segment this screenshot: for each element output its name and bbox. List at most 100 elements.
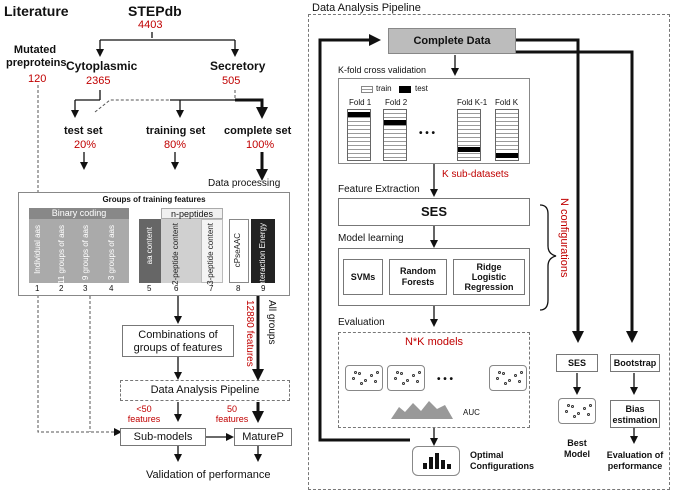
scatter-dot <box>583 407 586 410</box>
bias-estimation-box: Bias estimation <box>610 400 660 428</box>
models-ellipsis: • • • <box>437 374 454 385</box>
scatter-dot <box>354 370 357 374</box>
fold-k1-label: Fold K-1 <box>457 98 488 107</box>
data-processing-label: Data processing <box>208 178 281 189</box>
features-12880-label: 12880 features <box>244 300 255 367</box>
binary-coding-header: Binary coding <box>29 208 129 219</box>
feature-number-4: 4 <box>109 284 114 293</box>
nk-models-label: N*K models <box>404 336 464 348</box>
feature-label-3: 9 groups of aas <box>81 225 90 281</box>
legend-test-swatch <box>399 86 411 93</box>
fold-2 <box>383 109 407 161</box>
feature-number-9: 9 <box>261 284 266 293</box>
scatter-dot <box>402 382 405 385</box>
scatter-dot <box>589 403 592 407</box>
scatter-dot <box>394 377 397 381</box>
random-forests-box: Random Forests <box>389 259 447 295</box>
combinations-box: Combinations of groups of features <box>122 325 234 357</box>
scatter-dot <box>514 374 517 377</box>
legend-test-label: test <box>415 84 428 93</box>
mutated-count: 120 <box>28 73 47 85</box>
scatter-dot <box>396 370 399 374</box>
scatter-dot <box>412 374 415 377</box>
evaluation-box: N*K models • • • AUC <box>338 332 530 428</box>
best-model-icon <box>558 398 596 424</box>
fold-k-label: Fold K <box>495 98 519 107</box>
svms-box: SVMs <box>343 259 383 295</box>
model-scatter-1 <box>345 365 383 391</box>
binary-coding-group <box>29 219 129 283</box>
scatter-dot <box>416 380 419 384</box>
scatter-dot <box>370 374 373 377</box>
feature-label-4: 3 groups of aas <box>107 225 116 281</box>
feature-label-7: 3-peptide content <box>206 223 215 285</box>
feature-number-1: 1 <box>35 284 40 293</box>
scatter-dot <box>496 377 499 381</box>
fold-k1 <box>457 109 481 161</box>
scatter-dot <box>352 377 355 381</box>
scatter-dot <box>374 380 377 384</box>
kfold-label: K-fold cross validation <box>338 65 427 75</box>
fold-1-label: Fold 1 <box>349 98 372 107</box>
feature-extraction-label: Feature Extraction <box>338 184 420 195</box>
npeptides-group <box>161 219 201 283</box>
kfold-box: train test Fold 1 Fold 2 Fold K-1 Fold K… <box>338 78 530 164</box>
feature-number-2: 2 <box>59 284 64 293</box>
scatter-dot <box>573 415 576 418</box>
scatter-dot <box>571 405 574 409</box>
lt50-features-label: <50 features <box>127 404 161 424</box>
scatter-dot <box>587 413 590 417</box>
feature-number-3: 3 <box>83 284 88 293</box>
k-subdatasets-label: K sub-datasets <box>442 169 509 180</box>
scatter-dot <box>364 378 367 382</box>
feature-number-7: 7 <box>209 284 214 293</box>
scatter-dot <box>520 370 523 374</box>
maturep-box: MatureP <box>234 428 292 446</box>
test-pct: 20% <box>74 139 97 151</box>
scatter-dot <box>577 411 580 415</box>
scatter-dot <box>376 370 379 374</box>
model-learning-box: SVMs Random Forests Ridge Logistic Regre… <box>338 248 530 306</box>
npeptide-group-3 <box>201 219 223 283</box>
secretory-label: Secretory <box>210 59 266 73</box>
complete-set-label: complete set <box>224 125 292 137</box>
bootstrap-box: Bootstrap <box>610 354 660 372</box>
aa-content-group <box>139 219 161 283</box>
literature-heading: Literature <box>4 3 69 19</box>
pipeline-panel-title: Data Analysis Pipeline <box>310 2 423 14</box>
scatter-dot <box>567 403 570 407</box>
training-set-label: training set <box>146 125 206 137</box>
pipeline-box: Data Analysis Pipeline <box>120 380 290 401</box>
scatter-dot <box>418 370 421 374</box>
scatter-dot <box>400 372 403 376</box>
complete-data-box: Complete Data <box>388 28 516 54</box>
n-configurations-label: N configurations <box>558 198 570 278</box>
stepdb-count: 4403 <box>138 19 163 31</box>
model-scatter-3 <box>489 365 527 391</box>
best-model-label: Best Model <box>564 438 590 459</box>
scatter-dot <box>508 378 511 382</box>
auc-curve <box>391 401 453 419</box>
optimal-configurations-label: Optimal Configurations <box>470 450 534 471</box>
auc-label: AUC <box>463 408 480 417</box>
interaction-energy-group <box>251 219 275 283</box>
secretory-count: 505 <box>222 75 241 87</box>
training-features-box: Groups of training features Binary codin… <box>18 192 290 296</box>
folds-ellipsis: • • • <box>419 128 436 139</box>
npeptides-header: n-peptides <box>161 208 223 219</box>
feature-label-5: aa content <box>145 227 154 265</box>
legend-train-swatch <box>361 86 373 93</box>
scatter-dot <box>358 372 361 376</box>
optimal-config-icon <box>412 446 460 476</box>
scatter-dot <box>518 380 521 384</box>
complete-pct: 100% <box>246 139 275 151</box>
ridge-regression-box: Ridge Logistic Regression <box>453 259 525 295</box>
scatter-dot <box>406 378 409 382</box>
fold-2-label: Fold 2 <box>385 98 408 107</box>
feature-number-8: 8 <box>236 284 241 293</box>
scatter-dot <box>360 382 363 385</box>
all-groups-label: All groups <box>266 300 277 345</box>
cytoplasmic-count: 2365 <box>86 75 111 87</box>
ses-extraction-box: SES <box>338 198 530 226</box>
